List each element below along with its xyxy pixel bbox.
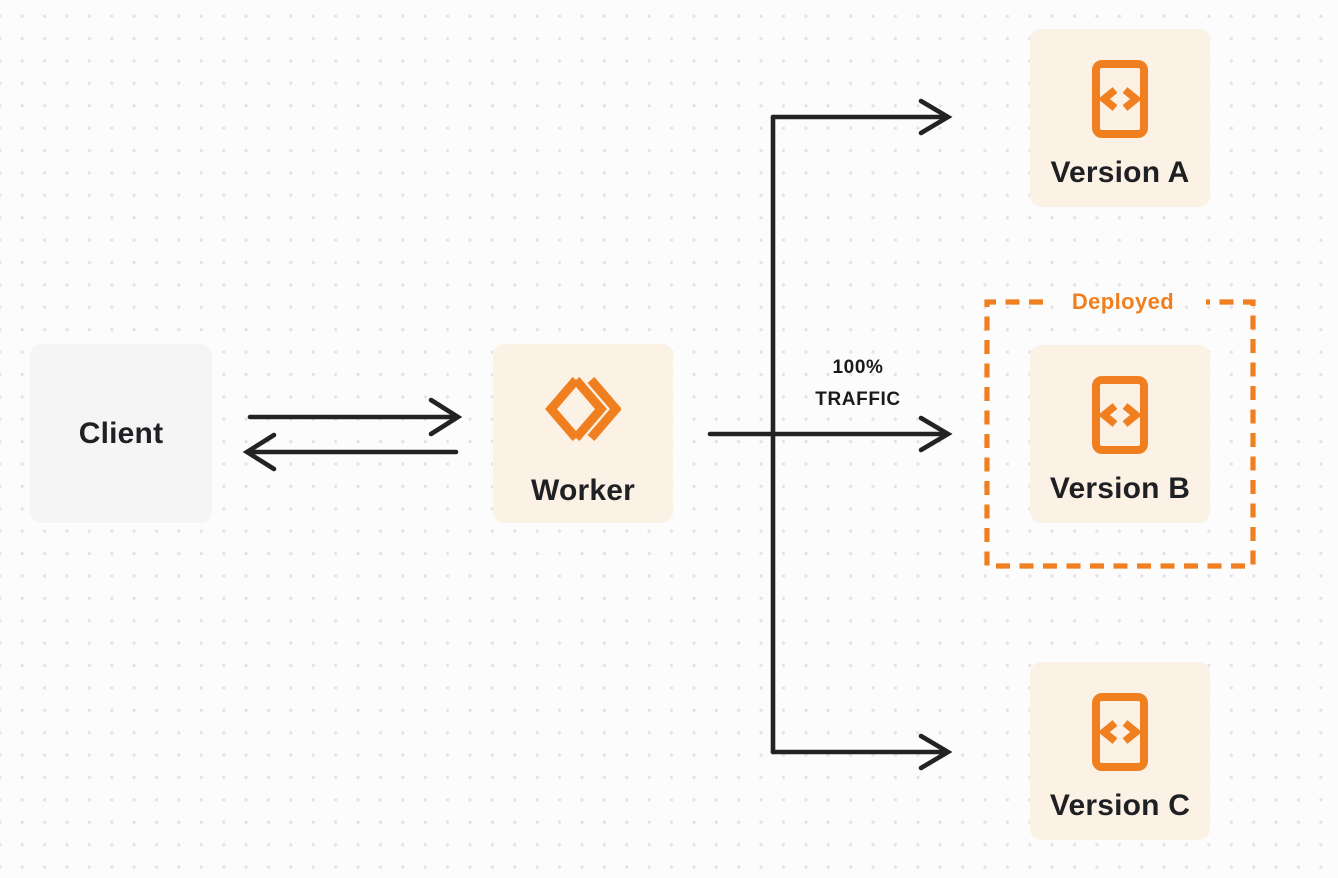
node-worker: Worker bbox=[493, 344, 673, 523]
arrow-worker-to-version-b bbox=[707, 415, 953, 453]
deployed-group-label: Deployed bbox=[1071, 289, 1175, 314]
traffic-word: TRAFFIC bbox=[815, 389, 901, 410]
traffic-percentage-value: 100% bbox=[832, 357, 884, 378]
workers-chevron-icon bbox=[545, 377, 621, 441]
code-file-icon bbox=[1092, 376, 1148, 454]
node-version-b: Version B bbox=[1030, 345, 1210, 523]
code-file-icon bbox=[1092, 693, 1148, 771]
arrow-worker-to-client bbox=[242, 432, 459, 472]
worker-label: Worker bbox=[530, 474, 636, 507]
version-a-label: Version A bbox=[1050, 156, 1190, 189]
arrow-to-version-a bbox=[770, 98, 953, 136]
version-c-label: Version C bbox=[1049, 789, 1191, 822]
arrow-to-version-c bbox=[770, 733, 953, 771]
code-file-icon bbox=[1092, 60, 1148, 138]
node-client: Client bbox=[30, 344, 212, 523]
node-version-c: Version C bbox=[1030, 662, 1210, 840]
arrow-client-to-worker bbox=[247, 397, 463, 437]
client-label: Client bbox=[78, 416, 164, 450]
traffic-percentage-label: 100% TRAFFIC bbox=[815, 352, 900, 416]
node-version-a: Version A bbox=[1030, 29, 1210, 207]
version-b-label: Version B bbox=[1049, 472, 1191, 505]
